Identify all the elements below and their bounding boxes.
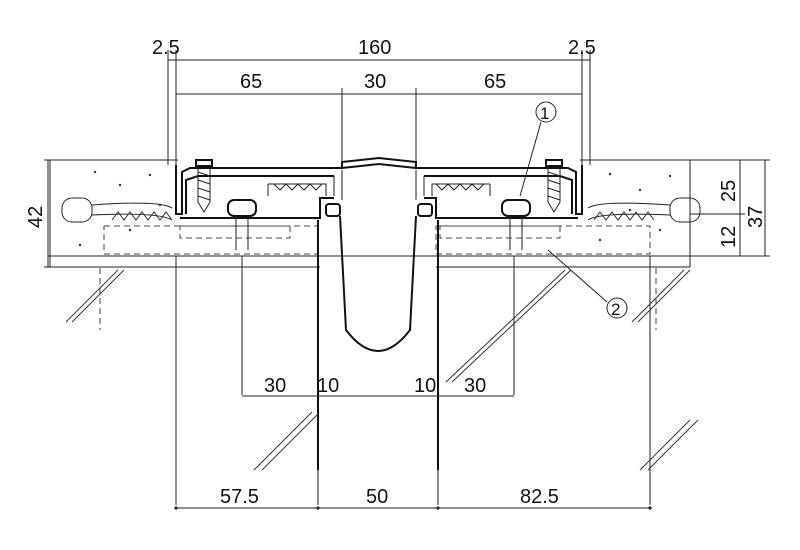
dim-right-upper: 25 — [718, 180, 740, 202]
bolt-right — [501, 199, 531, 250]
bolt-left — [227, 199, 257, 250]
dim-left-height: 42 — [25, 206, 47, 228]
dim-top-total: 160 — [358, 37, 391, 59]
dim-inner-right-10: 10 — [414, 375, 436, 397]
dim-top-left-gap: 2.5 — [152, 37, 180, 59]
right-height-dimensions — [690, 159, 770, 257]
dim-mid-left: 65 — [240, 71, 262, 93]
insulation-left — [61, 197, 173, 223]
base-plates-dashed — [103, 225, 651, 255]
screw-left — [195, 159, 213, 213]
dim-inner-left-10: 10 — [317, 375, 339, 397]
left-cover-profile — [175, 165, 343, 219]
centre-cover-plate — [341, 156, 417, 170]
floor-slabs — [47, 159, 691, 268]
dim-top-right-gap: 2.5 — [568, 37, 596, 59]
right-cover-profile — [415, 165, 583, 219]
u-seal — [339, 215, 417, 352]
dim-inner-right-30: 30 — [464, 375, 486, 397]
left-height-dimension — [44, 159, 56, 268]
dim-right-total: 37 — [745, 206, 767, 228]
gap-walls — [317, 220, 439, 470]
dim-right-lower: 12 — [718, 226, 740, 248]
insulation-right — [587, 197, 701, 223]
screw-right — [545, 159, 563, 213]
vertical-guide-lines — [99, 256, 657, 505]
dim-bottom-left: 57.5 — [220, 486, 259, 508]
callout-2: 2 — [547, 249, 628, 319]
callout-1-label: 1 — [540, 104, 549, 123]
callout-1: 1 — [519, 101, 557, 197]
hatching — [65, 269, 699, 471]
bottom-dimension-line — [174, 506, 652, 510]
dim-bottom-center: 50 — [366, 486, 388, 508]
dim-mid-center: 30 — [364, 71, 386, 93]
top-dimension-lines — [167, 50, 591, 165]
dim-mid-right: 65 — [484, 71, 506, 93]
dim-inner-left-30: 30 — [264, 375, 286, 397]
callout-2-label: 2 — [611, 300, 620, 319]
dim-bottom-right: 82.5 — [520, 486, 559, 508]
